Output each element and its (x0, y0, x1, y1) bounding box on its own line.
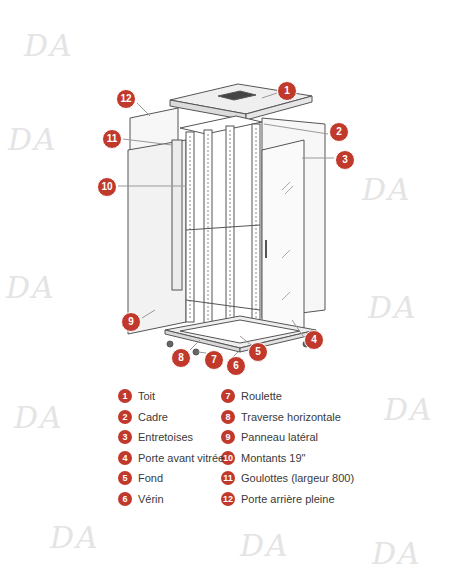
legend-number: 11 (221, 471, 235, 485)
legend-number: 3 (118, 430, 132, 444)
legend-text: Entretoises (138, 430, 193, 444)
watermark: DA (14, 400, 64, 435)
legend-text: Toit (138, 389, 155, 403)
legend-text: Vérin (138, 492, 164, 506)
watermark: DA (372, 536, 422, 571)
watermark: DA (240, 528, 290, 563)
callout-number: 10 (97, 177, 117, 197)
legend-number: 7 (221, 389, 235, 403)
callout-number: 8 (171, 348, 191, 368)
legend-text: Porte avant vitrée (138, 451, 224, 465)
legend-text: Cadre (138, 410, 168, 424)
callout-number: 1 (277, 81, 297, 101)
legend-text: Panneau latéral (241, 430, 318, 444)
watermark: DA (362, 172, 412, 207)
legend-text: Fond (138, 471, 163, 485)
callout-number: 11 (102, 129, 122, 149)
legend-number: 2 (118, 410, 132, 424)
callout-number: 2 (329, 122, 349, 142)
watermark: DA (384, 392, 434, 427)
watermark: DA (24, 28, 74, 63)
callout-number: 5 (248, 342, 268, 362)
legend-number: 6 (118, 492, 132, 506)
watermark: DA (368, 290, 418, 325)
callout-number: 7 (204, 350, 224, 370)
legend-text: Goulottes (largeur 800) (241, 471, 354, 485)
legend-number: 1 (118, 389, 132, 403)
callout-number: 4 (304, 330, 324, 350)
legend-number: 12 (221, 492, 235, 506)
legend-number: 4 (118, 451, 132, 465)
watermark: DA (50, 520, 100, 555)
legend-text: Traverse horizontale (241, 410, 341, 424)
legend-text: Montants 19" (241, 451, 305, 465)
legend-number: 8 (221, 410, 235, 424)
watermark: DA (6, 270, 56, 305)
callout-number: 6 (226, 356, 246, 376)
callout-number: 9 (121, 312, 141, 332)
legend-number: 5 (118, 471, 132, 485)
watermark: DA (8, 122, 58, 157)
legend-text: Roulette (241, 389, 282, 403)
legend-number: 9 (221, 430, 235, 444)
legend-text: Porte arrière pleine (241, 492, 335, 506)
callout-number: 12 (116, 89, 136, 109)
callout-number: 3 (335, 150, 355, 170)
